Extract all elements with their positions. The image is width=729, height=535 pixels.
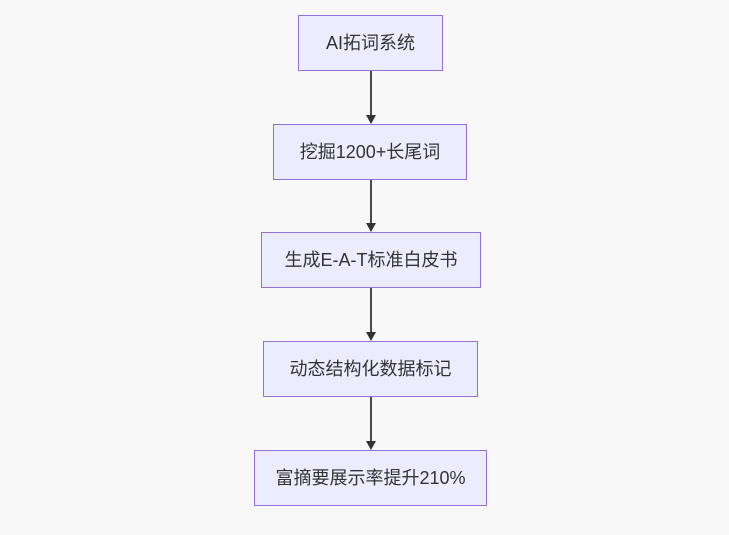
edge-line <box>369 397 372 441</box>
flow-node-dynamic-structured-data-markup: 动态结构化数据标记 <box>263 341 478 397</box>
flow-node-rich-snippet-rate-increase: 富摘要展示率提升210% <box>254 450 487 506</box>
edge-arrow-4 <box>365 397 376 450</box>
arrow-down-icon <box>365 332 376 341</box>
flow-node-mine-longtail-keywords: 挖掘1200+长尾词 <box>273 124 467 180</box>
edge-line <box>369 288 372 332</box>
edge-arrow-3 <box>365 288 376 341</box>
edge-line <box>369 71 372 115</box>
edge-arrow-1 <box>365 71 376 124</box>
arrow-down-icon <box>365 441 376 450</box>
edge-arrow-2 <box>365 180 376 232</box>
arrow-down-icon <box>365 115 376 124</box>
flow-node-ai-word-expansion-system: AI拓词系统 <box>298 15 443 71</box>
arrow-down-icon <box>365 223 376 232</box>
flow-node-generate-eat-whitepaper: 生成E-A-T标准白皮书 <box>261 232 481 288</box>
edge-line <box>369 180 372 223</box>
